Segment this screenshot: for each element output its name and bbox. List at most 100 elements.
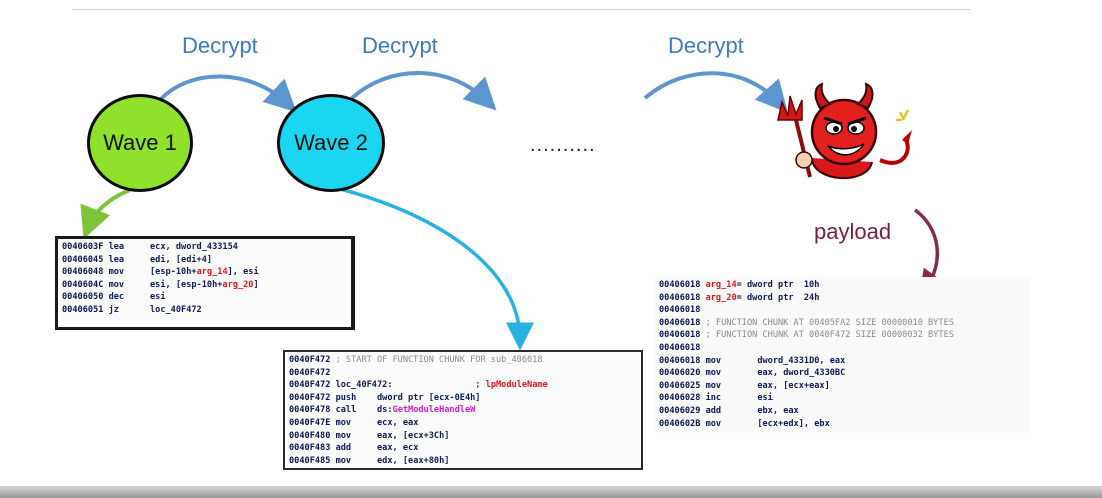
code-address: 00406018	[659, 280, 706, 290]
code-line: 00406018 mov dword_4331D0, eax	[659, 355, 1026, 368]
code-address: 0040F483	[289, 443, 336, 454]
code-address: 00406018	[659, 292, 706, 303]
code-line: 0040F483 add eax, ecx	[289, 442, 637, 455]
code-operand: [esp-10h+	[149, 267, 197, 278]
code-line: 00406050 dec esi	[62, 291, 347, 304]
code-label: loc_40F472:	[335, 380, 393, 391]
code-address: 00406029	[659, 405, 706, 416]
code-line: 0040F478 call ds:GetModuleHandleW	[289, 404, 637, 417]
code-address: 00406048	[62, 267, 109, 278]
code-address: 0040F472	[289, 380, 336, 391]
code-operand: loc_40F472	[149, 304, 202, 315]
code-line: 00406018 arg_20= dword ptr 24h	[659, 292, 1026, 305]
code-line: 0040F47E mov ecx, eax	[289, 417, 637, 430]
code-address: 00406018	[659, 342, 706, 353]
code-highlight: arg_20	[222, 279, 254, 290]
code-address: 00406051	[62, 304, 109, 315]
code-address: 00406025	[659, 380, 706, 391]
code-operand: dword ptr [ecx-0E4h]	[376, 392, 481, 403]
code-line: 0040F472 push dword ptr [ecx-0E4h]	[289, 392, 637, 405]
code-mnemonic: mov	[335, 430, 377, 441]
code-spacer	[393, 380, 476, 390]
code-operand: ]	[253, 279, 259, 290]
code-address: 0040604C	[62, 279, 109, 290]
code-address: 00406018	[659, 305, 706, 316]
code-line: 0040602B mov [ecx+edx], ebx	[659, 418, 1026, 431]
code-comment: ; FUNCTION CHUNK AT 00405FA2 SIZE 000000…	[705, 317, 954, 328]
code-operand: eax, dword_4330BC	[757, 368, 846, 379]
code-address: 0040F485	[289, 455, 336, 466]
code-highlight: GetModuleHandleW	[392, 405, 476, 416]
code-operand: ], esi	[227, 267, 259, 278]
code-operand: esi	[149, 292, 166, 303]
decrypt-label-1: Decrypt	[182, 33, 258, 58]
code-mnemonic: mov	[705, 368, 758, 379]
decrypt-arrow-1	[158, 74, 297, 113]
code-mnemonic: add	[705, 405, 758, 416]
code-operand: edi, [edi+4]	[149, 254, 213, 265]
code-address: 00406045	[62, 254, 109, 265]
code-operand: [ecx+edx], ebx	[757, 418, 830, 429]
code-line: 00406018 ; FUNCTION CHUNK AT 0040F472 SI…	[659, 329, 1026, 342]
bottom-shadow-bar	[0, 486, 1102, 498]
code-line: 00406048 mov [esp-10h+arg_14], esi	[62, 266, 347, 279]
code-mnemonic: call	[335, 405, 377, 416]
code-mnemonic: mov	[705, 355, 758, 366]
ellipsis: ..........	[530, 134, 596, 156]
code-mnemonic: inc	[705, 393, 758, 404]
code-operand: eax, ecx	[376, 443, 419, 454]
payload-label: payload	[814, 219, 892, 244]
code-operand: esi, [esp-10h+	[149, 279, 223, 290]
code-mnemonic: mov	[335, 417, 377, 428]
code-line: 00406025 mov eax, [ecx+eax]	[659, 380, 1026, 393]
code-line: 00406028 inc esi	[659, 392, 1026, 405]
code-address: 0040602B	[659, 418, 706, 429]
code-address: 00406018	[659, 317, 706, 328]
code-line: 0040F485 mov edx, [eax+80h]	[289, 455, 637, 468]
code-operand: ds:	[376, 405, 393, 416]
code-line: 00406018	[659, 304, 1026, 317]
code-mnemonic: jz	[108, 304, 150, 315]
code-address: 0040F47E	[289, 417, 336, 428]
code-operand: eax, [ecx+eax]	[757, 380, 830, 391]
decrypt-label-3: Decrypt	[668, 33, 744, 58]
code-line: 00406051 jz loc_40F472	[62, 304, 347, 317]
code-mnemonic: lea	[108, 242, 150, 252]
code-address: 0040F472	[289, 355, 336, 365]
code-mnemonic: add	[335, 443, 377, 454]
code-operand: ebx, eax	[757, 405, 799, 416]
wave-2-label: Wave 2	[294, 130, 368, 155]
code-mnemonic: mov	[108, 279, 150, 290]
code-address: 0040F478	[289, 405, 336, 416]
code-operand: eax, [ecx+3Ch]	[376, 430, 450, 441]
code-mnemonic: mov	[335, 455, 377, 466]
code-address: 00406018	[659, 355, 706, 366]
code-operand: = dword ptr 24h	[736, 292, 820, 303]
devil-icon	[777, 82, 912, 180]
code-operand: esi	[757, 393, 773, 404]
code-comment: ; FUNCTION CHUNK AT 0040F472 SIZE 000000…	[705, 330, 954, 341]
code-mnemonic: mov	[705, 380, 758, 391]
code-address: 0040F480	[289, 430, 336, 441]
code-line: 00406018 ; FUNCTION CHUNK AT 00405FA2 SI…	[659, 317, 1026, 330]
code-mnemonic: push	[335, 392, 377, 403]
code-line: 00406045 lea edi, [edi+4]	[62, 254, 347, 267]
code-mnemonic: mov	[108, 267, 150, 278]
wave1-to-code-arrow	[80, 188, 131, 240]
code-line: 0040F472 loc_40F472: ; lpModuleName	[289, 379, 637, 392]
code-note: ; lpModuleName	[475, 380, 548, 391]
code-operand: edx, [eax+80h]	[376, 455, 450, 466]
code-operand: = dword ptr 10h	[736, 280, 820, 290]
code-address: 00406028	[659, 393, 706, 404]
code-line: 0040604C mov esi, [esp-10h+arg_20]	[62, 279, 347, 292]
code-line: 0040F472	[289, 367, 637, 380]
code-listing-wave2: 0040F472 ; START OF FUNCTION CHUNK FOR s…	[283, 350, 643, 470]
code-mnemonic: lea	[108, 254, 150, 265]
code-line: 00406018	[659, 342, 1026, 355]
code-variable: arg_20	[705, 292, 737, 303]
wave-2-node: Wave 2	[277, 94, 385, 192]
code-address: 0040F472	[289, 367, 336, 378]
code-line: 0040F480 mov eax, [ecx+3Ch]	[289, 430, 637, 443]
